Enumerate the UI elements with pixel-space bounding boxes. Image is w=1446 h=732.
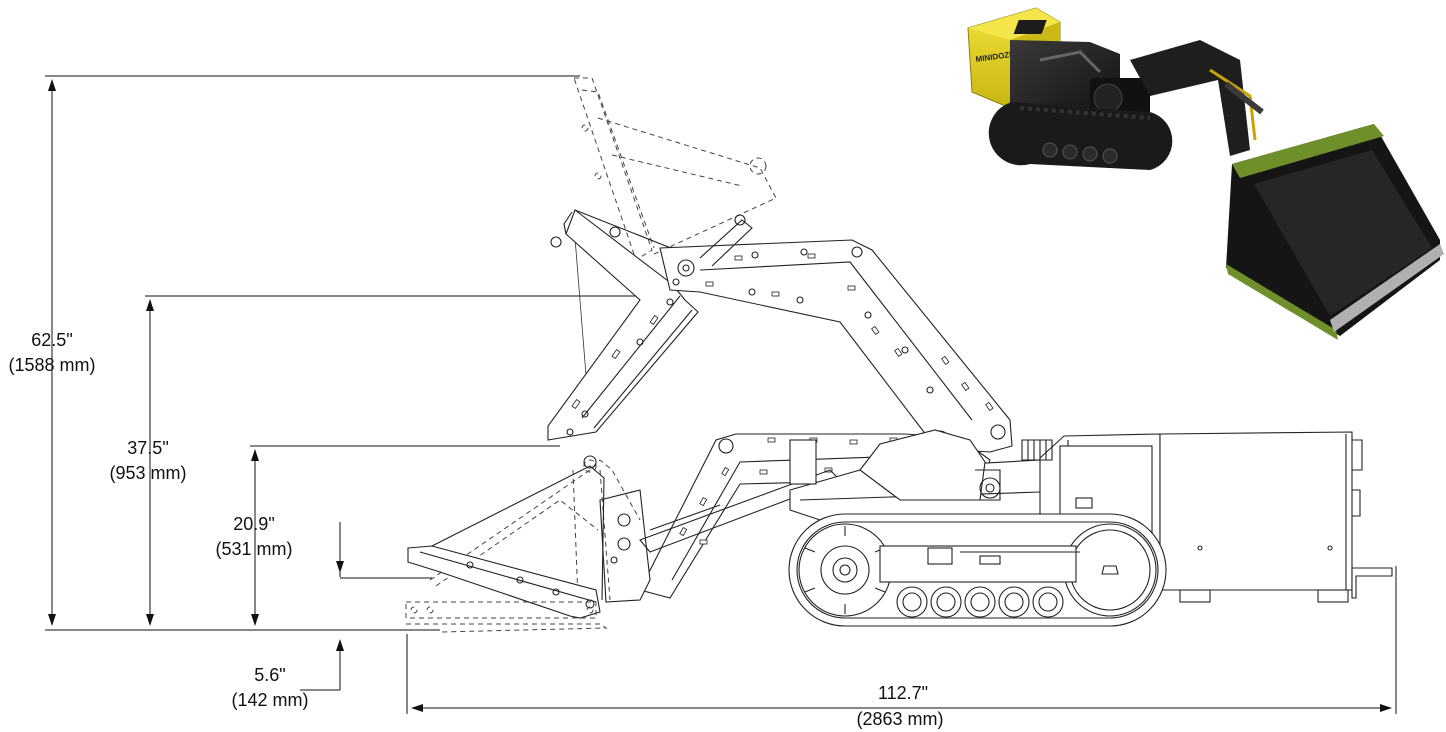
overall-length-in: 112.7" bbox=[878, 683, 928, 703]
dig-depth-mm: (142 mm) bbox=[231, 690, 308, 710]
dimension-labels: 62.5" (1588 mm) 37.5" (953 mm) 20.9" (53… bbox=[8, 330, 943, 729]
max-height-mm: (1588 mm) bbox=[8, 355, 95, 375]
dimension-lines bbox=[45, 75, 1397, 714]
carry-height-in: 20.9" bbox=[233, 514, 274, 534]
overall-length-mm: (2863 mm) bbox=[856, 709, 943, 729]
bucket-ground-ghost bbox=[405, 601, 608, 633]
rubber-track bbox=[988, 102, 1173, 170]
track-assembly bbox=[788, 513, 1167, 627]
bucket-carry-ghost bbox=[429, 459, 641, 601]
boom-arm-raised bbox=[659, 219, 1013, 453]
machine-photo: MINIDOZER bbox=[967, 7, 1444, 340]
max-height-in: 62.5" bbox=[31, 330, 72, 350]
bucket-max-height-ghost bbox=[573, 77, 777, 261]
machine-line-drawing bbox=[405, 77, 1393, 633]
dump-height-mm: (953 mm) bbox=[109, 463, 186, 483]
dump-height-in: 37.5" bbox=[127, 438, 168, 458]
dig-depth-in: 5.6" bbox=[254, 665, 285, 685]
carry-height-mm: (531 mm) bbox=[215, 539, 292, 559]
bucket-carry-position bbox=[407, 455, 605, 619]
